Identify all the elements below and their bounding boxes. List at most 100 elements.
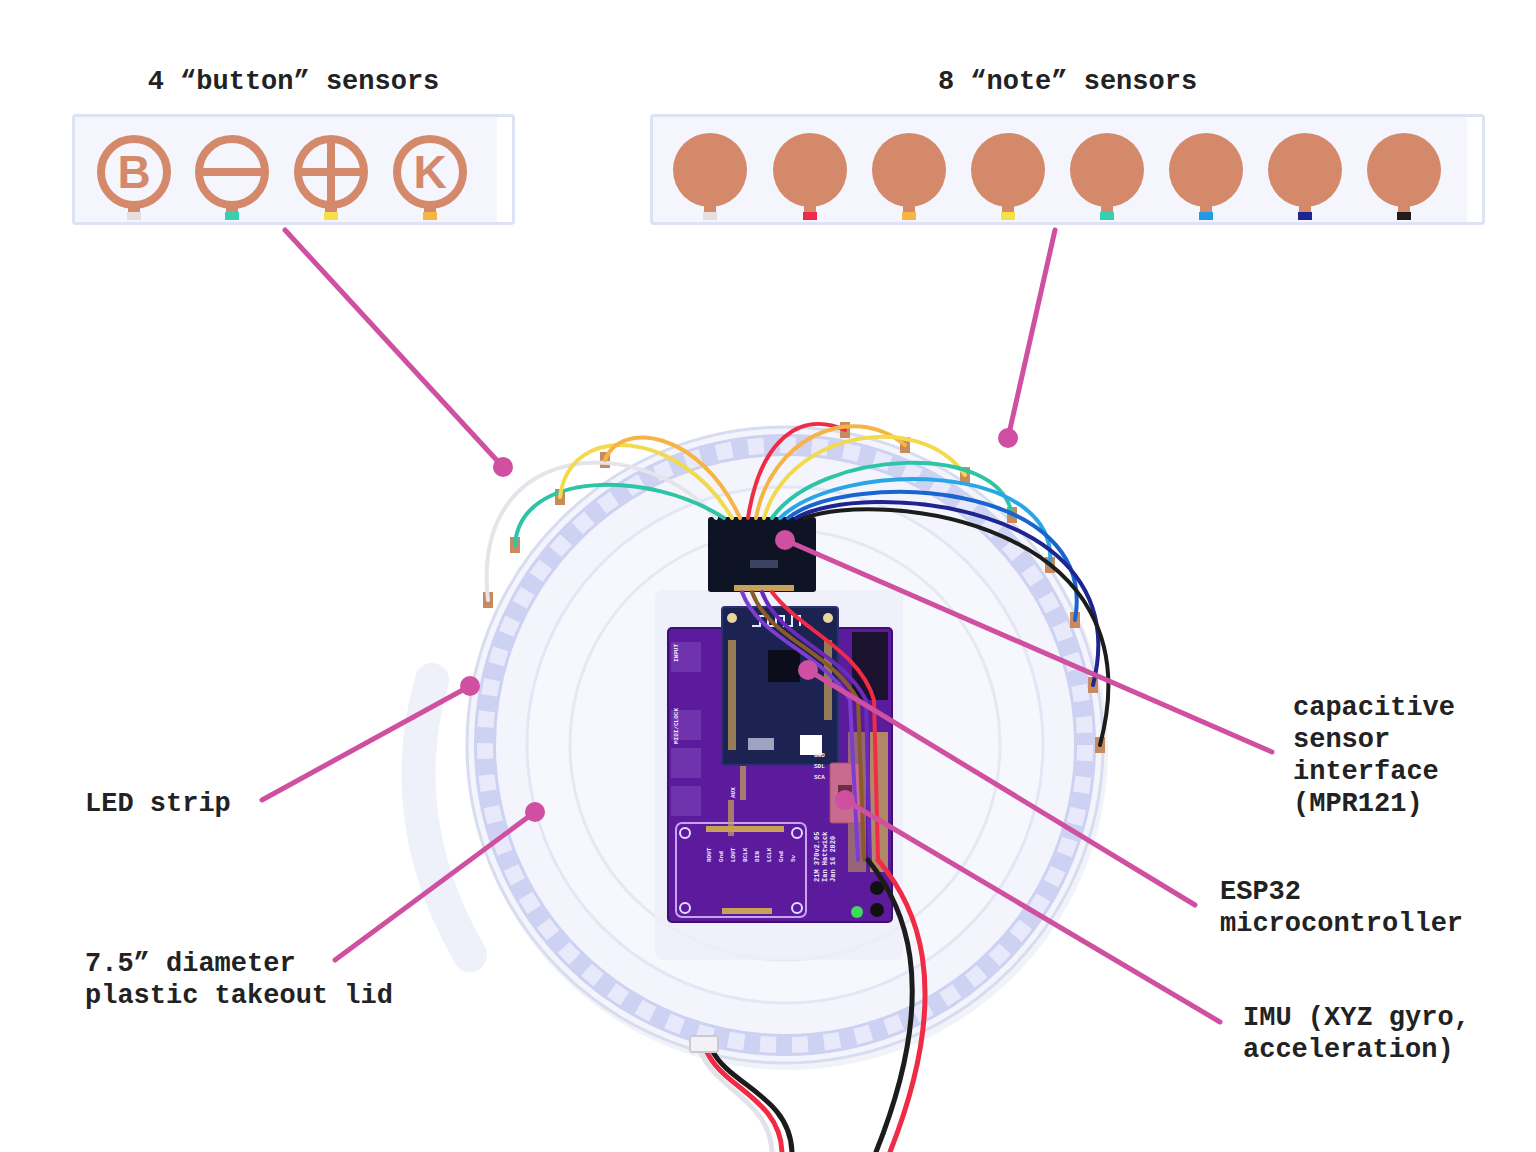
mpr121-board	[708, 517, 816, 592]
main-pcb	[870, 903, 884, 917]
note-sensor-icons	[1298, 212, 1312, 220]
button-sensor-icons	[101, 139, 167, 205]
sensor-panel-ground	[650, 114, 1467, 225]
leader-lines	[525, 802, 545, 822]
leader-lines	[460, 676, 480, 696]
leader-lines	[262, 230, 1272, 1022]
jumper-wires	[772, 592, 878, 860]
button-sensor-icons	[203, 168, 261, 176]
led-cable	[690, 1036, 792, 1152]
button-sensor-icons	[324, 212, 338, 220]
pcb-silkscreen: AUX	[730, 787, 738, 798]
led-cable	[712, 1050, 792, 1152]
button-sensor-icons	[199, 139, 265, 205]
panel-heading: 4 “button” sensors	[75, 66, 512, 98]
pin-label: SCA	[814, 774, 825, 782]
note-sensor-icons	[673, 133, 1441, 220]
button-sensor-icons	[397, 139, 463, 205]
led-cable	[700, 1050, 772, 1152]
button-letter: K	[400, 145, 460, 199]
jumper-wires	[487, 424, 1109, 1152]
esp32-board	[728, 640, 736, 750]
main-pcb	[671, 642, 701, 672]
note-sensor-icons	[1397, 212, 1411, 220]
main-pcb	[851, 906, 863, 918]
takeout-lid	[655, 590, 903, 960]
main-pcb	[671, 786, 701, 816]
led-cable	[690, 1036, 718, 1052]
main-pcb	[680, 828, 690, 838]
panel-heading: 8 “note” sensors	[653, 66, 1482, 98]
button-sensor-icons	[127, 212, 141, 220]
note-sensor-panel: 8 “note” sensors	[650, 114, 1485, 225]
pin-label: LCLK	[766, 848, 774, 862]
pin-label: BCLK	[742, 848, 750, 862]
main-pcb	[728, 800, 734, 836]
jumper-wires	[756, 426, 905, 518]
note-sensor-icons	[1268, 133, 1342, 207]
leader-lines	[798, 660, 818, 680]
leader-lines	[998, 428, 1018, 448]
note-sensor-icons	[1367, 133, 1441, 207]
callout-label: LED strip	[85, 788, 325, 820]
leader-lines	[285, 230, 503, 467]
leader-lines	[835, 790, 855, 810]
takeout-lid	[527, 487, 1043, 1003]
leader-lines	[1008, 230, 1055, 438]
takeout-lid	[418, 427, 1108, 1070]
note-sensor-icons	[902, 212, 916, 220]
main-pcb	[792, 828, 802, 838]
pin-label: GND	[814, 752, 825, 760]
takeout-lid	[467, 427, 1103, 1063]
leader-lines	[775, 530, 795, 550]
pcb-silkscreen: INPUT	[673, 644, 681, 662]
callout-label: ESP32 microcontroller	[1220, 876, 1490, 940]
jumper-wires	[878, 860, 925, 1152]
button-sensor-icons	[423, 212, 437, 220]
leader-lines	[808, 670, 1195, 905]
button-sensor-icons	[225, 212, 239, 220]
callout-label: IMU (XYZ gyro, acceleration)	[1243, 1002, 1488, 1066]
note-sensor-icons	[971, 133, 1045, 207]
sensor-panel-ground	[72, 114, 497, 225]
mpr121-board	[750, 560, 778, 568]
note-sensor-icons	[1100, 212, 1114, 220]
leader-lines	[493, 457, 513, 477]
note-sensor-icons	[1070, 133, 1144, 207]
jumper-wires	[605, 438, 740, 518]
leader-lines	[845, 800, 1220, 1022]
note-sensor-icons	[1199, 212, 1213, 220]
board-version: 21M 370v2.05 Ian Hattwick Jan 16 2020	[813, 828, 837, 882]
esp32-board	[768, 650, 800, 682]
button-sensor-icons	[298, 139, 364, 205]
jumper-wires	[742, 592, 858, 860]
leader-lines	[262, 686, 470, 800]
pin-label: Gnd	[778, 851, 786, 862]
pcb-silkscreen: MIDI/CLOCK	[673, 708, 681, 744]
note-sensor-icons	[872, 133, 946, 207]
jumper-wires	[560, 445, 732, 518]
note-sensor-icons	[673, 133, 747, 207]
mpr121-board	[734, 585, 794, 591]
main-pcb	[676, 823, 806, 917]
takeout-lid	[418, 680, 470, 955]
sensor-panel-ground	[72, 114, 1467, 225]
pin-label: 5v	[790, 855, 798, 862]
note-sensor-icons	[773, 133, 847, 207]
pin-label: SDL	[814, 763, 825, 771]
mpr121-board	[708, 517, 816, 592]
main-pcb	[671, 748, 701, 778]
leader-lines	[785, 540, 1272, 752]
main-pcb	[792, 903, 802, 913]
pin-label: Gnd	[718, 851, 726, 862]
callout-label: 7.5” diameter plastic takeout lid	[85, 948, 415, 1012]
main-pcb	[722, 908, 772, 914]
pin-label: ROUT	[706, 848, 714, 862]
note-sensor-icons	[703, 212, 717, 220]
esp32-board	[727, 613, 737, 623]
jumper-wires	[515, 485, 724, 545]
button-sensor-icons	[101, 139, 463, 220]
